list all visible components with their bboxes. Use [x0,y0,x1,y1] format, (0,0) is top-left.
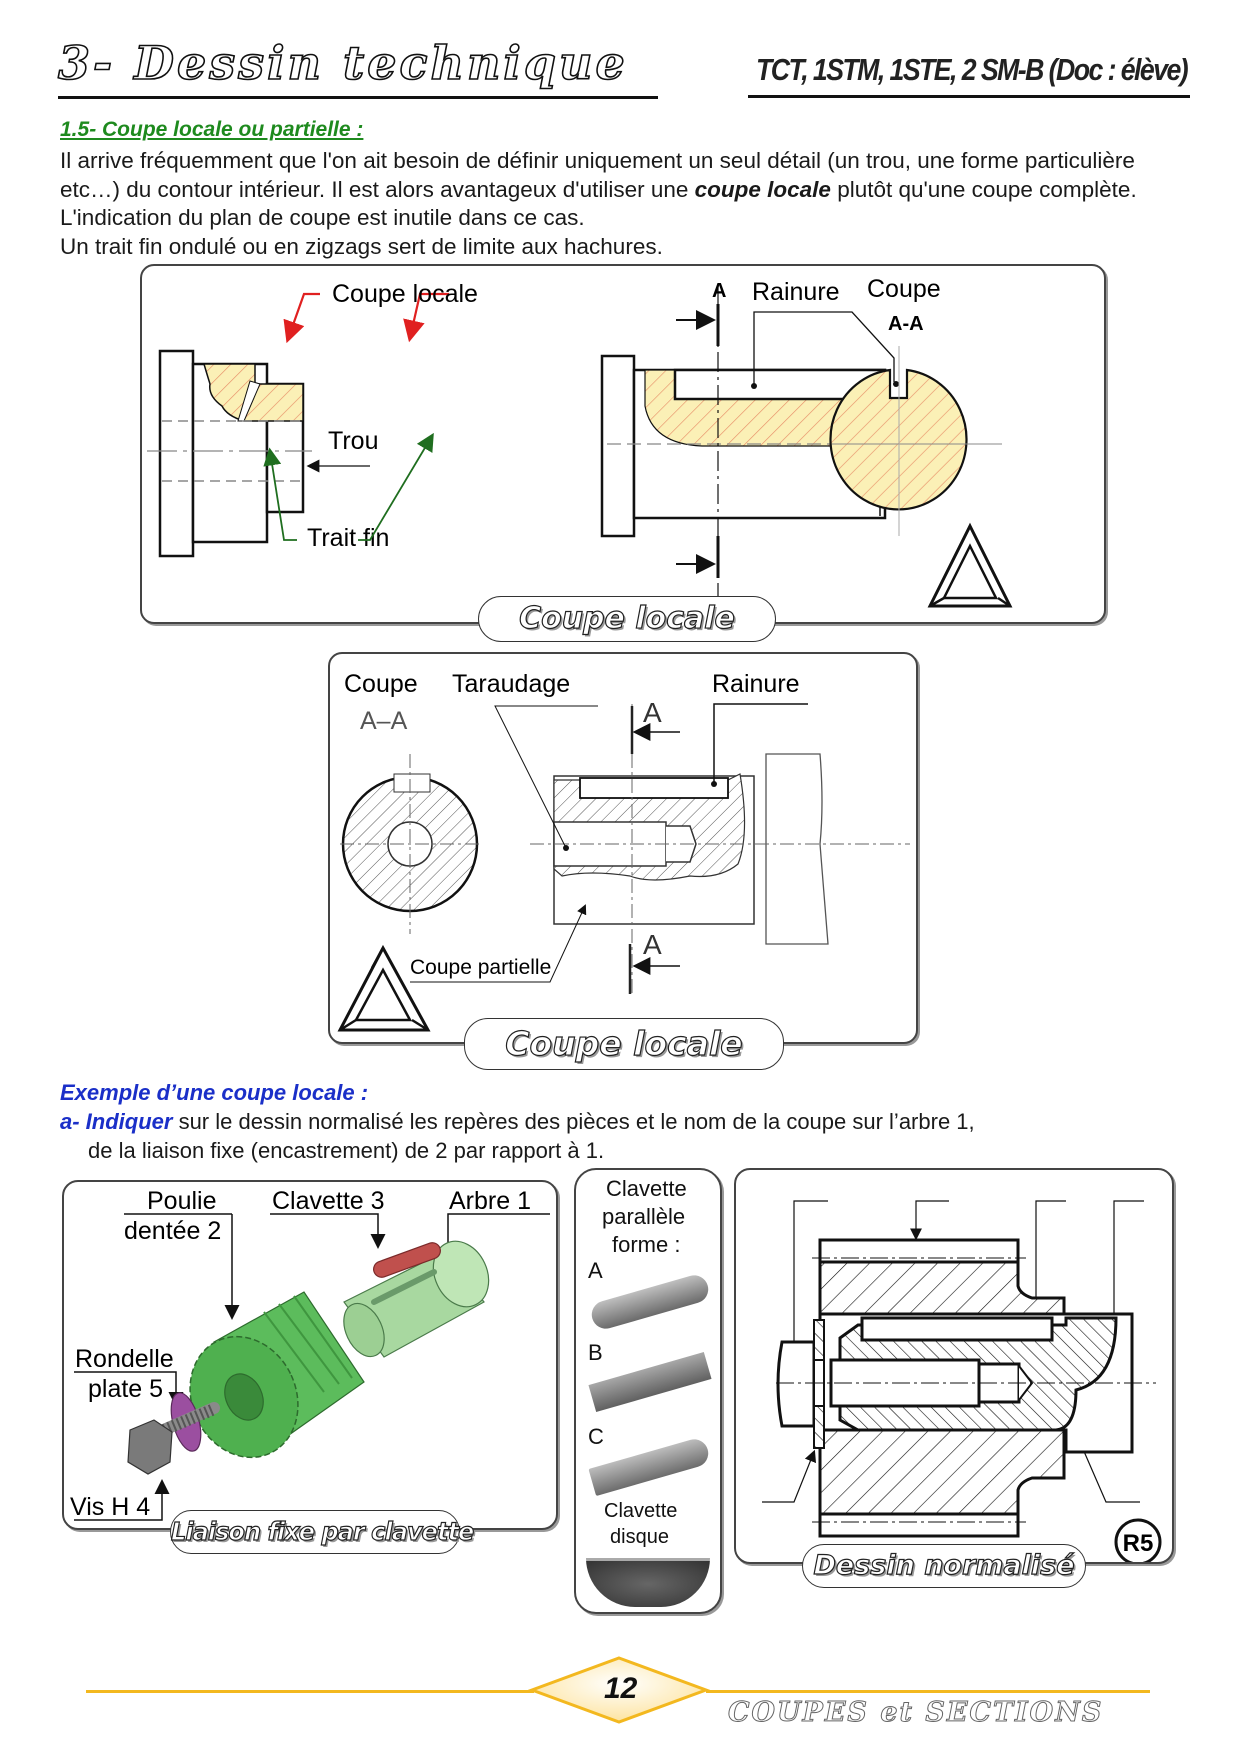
label-trait-fin: Trait fin [307,524,389,552]
example-title: Exemple d’une coupe locale : [60,1080,369,1105]
document-title: 3- Dessin technique [57,35,628,91]
screw-3d [127,1402,220,1475]
paragraph-1-text-end: plutôt qu'une coupe complète. L'indicati… [60,176,1137,231]
callout-rondelle [74,1371,184,1407]
exploded-view-drawing: Poulie dentée 2 Clavette 3 Arbre 1 Ronde… [70,1187,550,1521]
instruction-line-1: a- Indiquer sur le dessin normalisé les … [60,1108,1170,1137]
label-coupe: Coupe [867,275,941,303]
callout-coupe-locale-left [283,292,320,344]
leader-blank-1 [793,1200,828,1354]
key-3d [373,1242,441,1278]
caption-dessin-normalise: Dessin normalisé [802,1544,1086,1588]
pulley-3d [189,1291,365,1459]
r5-badge-circle [1114,1518,1162,1562]
label-trou: Trou [328,427,378,455]
key-form-c-image [588,1436,712,1496]
callout-trait-fin-right [358,432,434,541]
page-number: 12 [604,1672,638,1705]
leader-blank-2 [910,1200,949,1241]
intro-paragraph: Il arrive fréquemment que l'on ait besoi… [60,147,1170,261]
leader-blank-4 [1113,1200,1144,1336]
caption-coupe-locale-2: Coupe locale [464,1018,784,1070]
page-number-diamond [528,1656,710,1724]
side-view-drawing [410,703,910,994]
key-disque-title-1: Clavette [604,1500,678,1522]
footer-line-right [706,1690,1150,1693]
r5-badge: R5 [1123,1530,1154,1557]
label-rondelle-2: plate 5 [88,1375,163,1403]
footer-subtitle: COUPES et SECTIONS [727,1697,1104,1729]
title-underline [58,96,658,99]
paragraph-2: Un trait fin ondulé ou en zigzags sert d… [60,233,663,259]
key-form-a-label: A [588,1258,603,1283]
label-coupe-locale: Coupe locale [332,280,478,308]
instruction-verb: a- Indiquer [60,1109,173,1134]
left-shaft-drawing [147,349,312,558]
middle-shaft-drawing [600,286,902,596]
callout-clavette [270,1213,386,1249]
paragraph-1: Il arrive fréquemment que l'on ait besoi… [60,147,1170,233]
leader-blank-3 [1035,1200,1066,1336]
label-arbre: Arbre 1 [449,1187,531,1215]
penrose-triangle-icon [927,522,1013,608]
section-view-aa [340,754,480,934]
caption-liaison-fixe: Liaison fixe par clavette [170,1510,475,1554]
footer-line-left [86,1690,534,1693]
instruction-text: sur le dessin normalisé les repères des … [172,1109,975,1134]
callout-vis [74,1479,170,1521]
label-rainure: Rainure [712,670,800,698]
paragraph-1-emphasis: coupe locale [694,176,831,202]
label-rondelle-1: Rondelle [75,1345,174,1373]
key-form-a-image [588,1272,712,1332]
instruction: a- Indiquer sur le dessin normalisé les … [60,1108,1170,1165]
label-aa: A–A [360,707,408,735]
label-poulie-2: dentée 2 [124,1217,221,1245]
figure-liaison-fixe: Poulie dentée 2 Clavette 3 Arbre 1 Ronde… [62,1180,558,1554]
label-coupe-partielle: Coupe partielle [410,956,551,979]
label-poulie-1: Poulie [147,1187,217,1215]
figure-coupe-locale-1: Coupe locale Trou Trait fin A A Rainure … [140,264,1106,642]
callout-trait-fin-left [263,447,297,541]
callout-coupe-locale-right [403,292,449,343]
label-a-top: A [643,697,662,728]
label-aa: A-A [888,313,924,335]
section-view-aa [829,346,1002,536]
label-clavette: Clavette 3 [272,1187,385,1215]
figure-dessin-normalise: R5 Dessin normalisé [734,1168,1174,1588]
leader-blank-5 [762,1449,817,1503]
penrose-triangle-icon [337,944,431,1032]
key-form-c-label: C [588,1424,604,1449]
figure-2-drawing: Coupe A–A Taraudage Rainure A A Coupe pa… [337,670,910,1032]
figure-1-drawing: Coupe locale Trou Trait fin A A Rainure … [147,275,1013,617]
levels-underline [748,95,1190,98]
normalized-drawing: R5 [762,1200,1162,1562]
figure-coupe-locale-2: Coupe A–A Taraudage Rainure A A Coupe pa… [328,652,918,1070]
class-levels: TCT, 1STM, 1STE, 2 SM-B (Doc : élève) [756,52,1189,87]
key-form-b-image [588,1352,712,1412]
instruction-line-2: de la liaison fixe (encastrement) de 2 p… [88,1137,605,1163]
section-title: 1.5- Coupe locale ou partielle : [60,118,364,141]
key-form-b-label: B [588,1340,603,1365]
key-types-title-1: Clavette [606,1176,687,1201]
label-a-bottom: A [643,929,662,960]
key-types-title-3: forme : [612,1232,681,1257]
label-taraudage: Taraudage [452,670,570,698]
label-vis: Vis H 4 [70,1493,150,1521]
key-disque-title-2: disque [610,1526,669,1548]
caption-coupe-locale-1: Coupe locale [478,596,776,642]
key-disque-image [586,1558,710,1607]
label-a-top: A [712,280,726,302]
paragraph-1-text: Il arrive fréquemment que l'on ait besoi… [60,148,1135,202]
key-types-title-2: parallèle [602,1204,686,1229]
figure-key-types: Clavette parallèle forme : A B C Clavett… [574,1168,722,1614]
label-coupe: Coupe [344,670,418,698]
shaft-3d [343,1240,490,1358]
label-rainure: Rainure [752,278,840,306]
